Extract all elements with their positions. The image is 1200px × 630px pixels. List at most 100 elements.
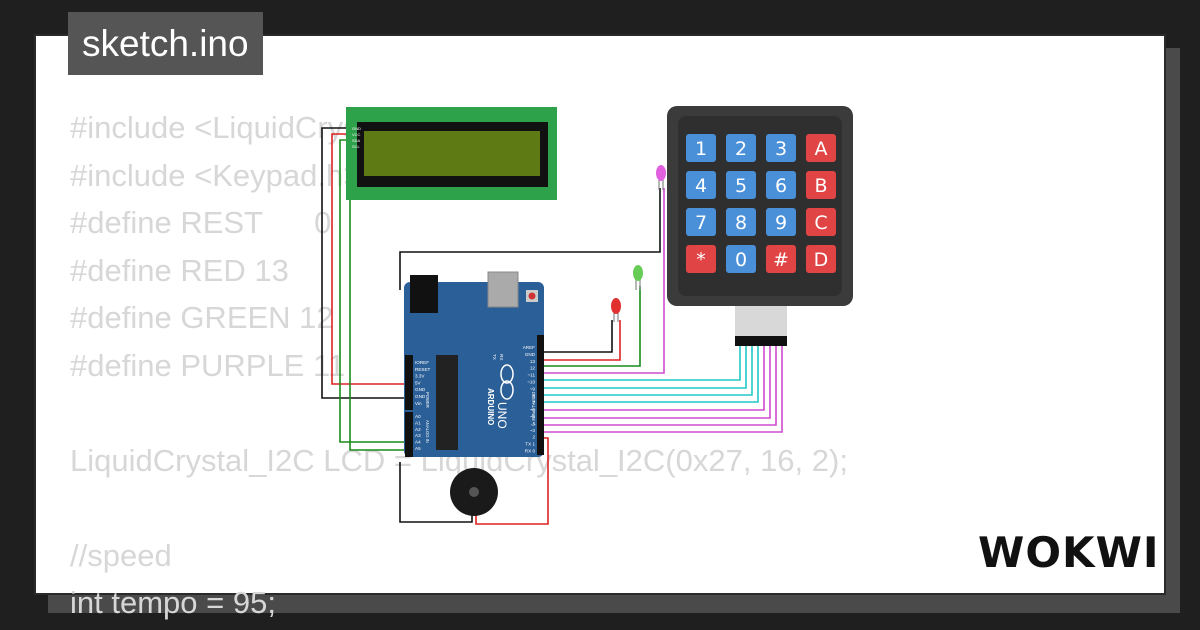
pin-label: 8 — [532, 393, 535, 398]
pin-label: A1 — [415, 420, 421, 425]
keypad-key[interactable] — [726, 134, 756, 162]
pin-label: Vin — [415, 401, 422, 406]
tx-label: TX — [492, 354, 497, 360]
pin-label: A4 — [415, 440, 421, 445]
atmega-chip — [436, 355, 458, 450]
code-line: #define RED 13 — [70, 252, 289, 288]
keypad-wire-6 — [540, 344, 771, 419]
keypad-keys: 1 2 3 A 4 5 6 B 7 8 9 C * 0 # D — [686, 134, 836, 273]
keypad-key[interactable] — [806, 171, 836, 199]
led-red[interactable] — [611, 298, 621, 322]
pin-label: GND — [415, 394, 426, 399]
power-header — [405, 355, 413, 410]
power-label: POWER — [425, 392, 430, 408]
pin-label: TX 1 — [525, 442, 535, 447]
keypad-wire-5 — [540, 344, 765, 411]
keypad-key-label: D — [814, 249, 829, 271]
pin-label: RX 0 — [525, 449, 536, 454]
pin-label: 4 — [532, 421, 535, 426]
keypad-key[interactable] — [766, 134, 796, 162]
keypad-key-label: 4 — [695, 175, 707, 197]
red-led-gnd-wire — [540, 320, 613, 353]
pin-label: ~10 — [527, 380, 535, 385]
keypad-key-label: 0 — [735, 249, 747, 271]
pin-label: ~6 — [530, 407, 536, 412]
lcd-pin-vcc: VCC — [352, 132, 361, 137]
pin-label: ~9 — [530, 386, 536, 391]
lcd-screen — [364, 131, 540, 176]
keypad-key-label: 1 — [695, 138, 707, 160]
pin-label: 2 — [532, 435, 535, 440]
keypad-key-label: C — [814, 212, 827, 234]
keypad-key[interactable] — [726, 245, 756, 273]
keypad-key-label: 5 — [735, 175, 747, 197]
keypad-key-label: A — [815, 138, 828, 160]
keypad-key[interactable] — [766, 208, 796, 236]
keypad-key-label: B — [814, 175, 827, 197]
digital-label: DIGITAL (PWM ~) — [531, 392, 536, 426]
keypad-key[interactable] — [806, 134, 836, 162]
lcd-pin-gnd: GND — [352, 126, 361, 131]
digital-header — [537, 335, 544, 455]
infinity-logo-2 — [500, 380, 514, 400]
infinity-logo — [500, 364, 514, 384]
keypad-key-label: 9 — [775, 212, 787, 234]
arduino-model: UNO — [495, 402, 509, 429]
wokwi-logo: WOKWI — [978, 528, 1160, 577]
keypad-key-label: * — [696, 249, 706, 271]
led-purple[interactable] — [656, 165, 666, 190]
pin-label: 12 — [530, 366, 536, 371]
keypad-key-label: # — [773, 249, 789, 271]
buzzer[interactable] — [450, 468, 498, 516]
keypad-key-label: 7 — [695, 212, 707, 234]
pin-label: GND — [415, 387, 426, 392]
pin-label: 5V — [415, 380, 422, 385]
keypad-key-label: 3 — [775, 138, 787, 160]
code-line: #define REST 0 — [70, 205, 332, 240]
pin-label: 3.3V — [415, 374, 425, 379]
red-led-wire — [540, 320, 621, 361]
keypad-key[interactable] — [806, 208, 836, 236]
led-green[interactable] — [633, 265, 643, 290]
led-green-lens — [633, 265, 643, 281]
keypad-key-label: 8 — [735, 212, 747, 234]
keypad-key-label: 2 — [735, 138, 747, 160]
keypad-key[interactable] — [766, 245, 796, 273]
lcd-gnd-wire — [321, 127, 410, 399]
lcd-display[interactable]: GND VCC SDA SCL — [346, 107, 557, 200]
keypad-face — [678, 116, 842, 296]
keypad-key[interactable] — [806, 245, 836, 273]
reset-button-cap — [528, 292, 536, 300]
keypad-key[interactable] — [686, 208, 716, 236]
keypad-key[interactable] — [726, 208, 756, 236]
keypad-key[interactable] — [686, 245, 716, 273]
pin-label: A5 — [415, 446, 421, 451]
pin-label: ~5 — [530, 414, 536, 419]
keypad-key[interactable] — [686, 171, 716, 199]
pin-label: ~3 — [530, 428, 536, 433]
pin-label: A2 — [415, 427, 421, 432]
keypad-wire-8 — [540, 344, 783, 433]
pin-label: 13 — [530, 359, 536, 364]
keypad-key[interactable] — [686, 134, 716, 162]
keypad-key[interactable] — [726, 171, 756, 199]
keypad-key[interactable] — [766, 171, 796, 199]
buzzer-signal-wire — [475, 437, 549, 525]
led-purple-lens — [656, 165, 666, 181]
green-led-wire — [540, 286, 641, 367]
pin-label: A3 — [415, 433, 421, 438]
keypad-4x4[interactable]: 1 2 3 A 4 5 6 B 7 8 9 C * 0 # D — [667, 106, 853, 346]
keypad-connector — [735, 336, 787, 346]
pin-label: ~11 — [528, 373, 536, 378]
pin-label: GND — [525, 352, 536, 357]
keypad-key-label: 6 — [775, 175, 787, 197]
power-jack — [410, 275, 438, 313]
analog-header — [405, 412, 413, 457]
file-tab[interactable]: sketch.ino — [68, 12, 263, 75]
pin-label: A0 — [415, 414, 421, 419]
usb-port — [487, 271, 519, 308]
